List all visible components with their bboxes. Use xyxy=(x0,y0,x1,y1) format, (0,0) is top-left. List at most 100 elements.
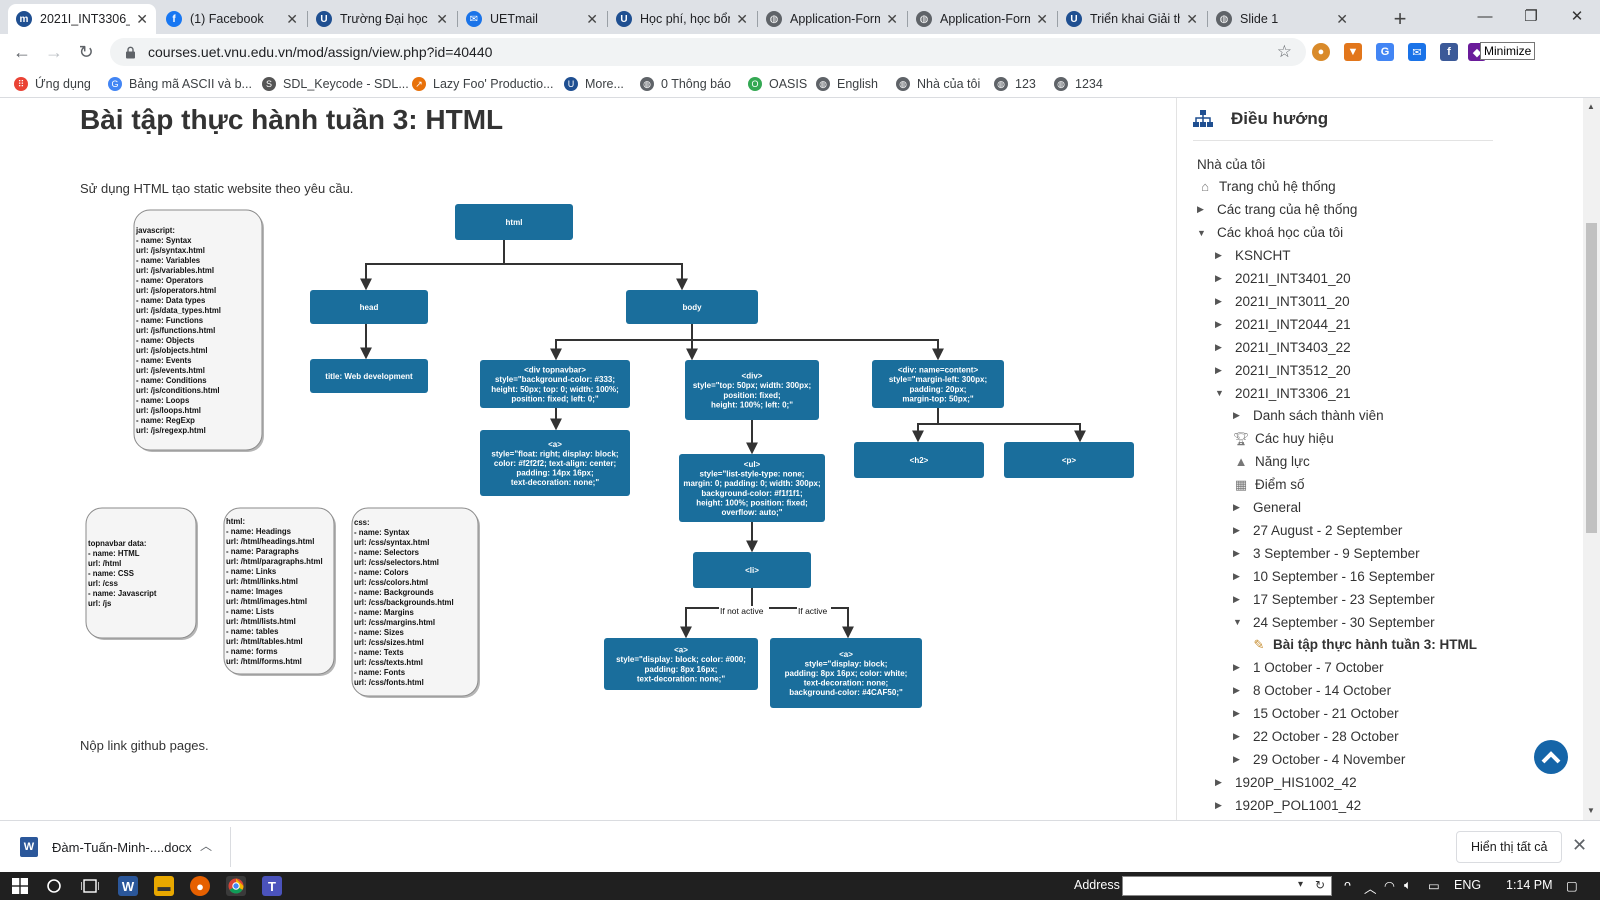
back-button[interactable]: ← xyxy=(8,39,36,65)
caret-right-icon[interactable]: ▶ xyxy=(1233,593,1240,604)
caret-right-icon[interactable]: ▶ xyxy=(1233,708,1240,719)
bookmark-item[interactable]: ⠿Ứng dụng xyxy=(14,75,91,93)
nav-item[interactable]: 🏆︎Các huy hiệu xyxy=(1233,429,1334,449)
nav-item[interactable]: ▶KSNCHT xyxy=(1215,246,1291,266)
browser-tab[interactable]: ◍Application-Form✕ xyxy=(908,4,1056,34)
caret-right-icon[interactable]: ▶ xyxy=(1215,776,1222,787)
nav-item[interactable]: ▶8 October - 14 October xyxy=(1233,681,1391,701)
close-tab-icon[interactable]: ✕ xyxy=(136,10,148,27)
nav-item[interactable]: ▶29 October - 4 November xyxy=(1233,749,1405,769)
scrollbar-thumb[interactable] xyxy=(1586,223,1597,533)
notifications-icon[interactable]: ▢ xyxy=(1566,879,1578,893)
caret-right-icon[interactable]: ▶ xyxy=(1233,731,1240,741)
nav-item[interactable]: ▶Danh sách thành viên xyxy=(1233,406,1384,426)
caret-right-icon[interactable]: ▶ xyxy=(1233,570,1240,581)
reload-button[interactable]: ↻ xyxy=(72,39,100,65)
show-all-downloads-button[interactable]: Hiển thị tất cả xyxy=(1456,831,1563,863)
bookmark-item[interactable]: ◍Nhà của tôi xyxy=(896,75,980,93)
new-tab-button[interactable]: + xyxy=(1393,6,1407,31)
nav-item[interactable]: ▶1920P_HIS1002_42 xyxy=(1215,772,1357,792)
taskbar-address-input[interactable]: ▾ ↻ xyxy=(1122,876,1332,896)
chevron-down-icon[interactable]: ▾ xyxy=(1297,879,1303,890)
bookmark-item[interactable]: ◍0 Thông báo xyxy=(640,75,731,93)
caret-down-icon[interactable]: ▼ xyxy=(1215,388,1224,398)
nav-item[interactable]: ▶15 October - 21 October xyxy=(1233,704,1399,724)
chrome-icon[interactable] xyxy=(226,876,246,896)
volume-muted-icon[interactable]: 🔈︎ xyxy=(1404,878,1412,892)
window-close-button[interactable]: ✕ xyxy=(1570,8,1584,25)
window-restore-button[interactable]: ❐ xyxy=(1524,8,1538,25)
word-app-icon[interactable]: W xyxy=(118,876,138,896)
battery-icon[interactable]: ▭ xyxy=(1428,879,1440,893)
caret-right-icon[interactable]: ▶ xyxy=(1215,318,1222,329)
close-shelf-icon[interactable]: ✕ xyxy=(1572,835,1588,855)
extension-cookie-icon[interactable]: ● xyxy=(1312,43,1330,61)
nav-item[interactable]: ▼2021I_INT3306_21 xyxy=(1215,383,1351,403)
nav-item[interactable]: ▲Năng lực xyxy=(1233,452,1310,472)
caret-right-icon[interactable]: ▶ xyxy=(1197,204,1204,215)
windows-start-icon[interactable] xyxy=(10,876,30,896)
caret-right-icon[interactable]: ▶ xyxy=(1233,502,1240,512)
caret-right-icon[interactable]: ▶ xyxy=(1233,524,1240,535)
nav-item[interactable]: ▶1 October - 7 October xyxy=(1233,658,1384,678)
nav-item[interactable]: ▶Các trang của hệ thống xyxy=(1197,200,1357,220)
input-language[interactable]: ENG xyxy=(1454,878,1482,892)
forward-button[interactable]: → xyxy=(40,39,68,65)
close-tab-icon[interactable]: ✕ xyxy=(1036,10,1048,27)
caret-down-icon[interactable]: ▼ xyxy=(1233,617,1242,627)
close-tab-icon[interactable]: ✕ xyxy=(1336,10,1348,27)
close-tab-icon[interactable]: ✕ xyxy=(1186,10,1198,27)
tray-overflow-icon[interactable]: ︿ xyxy=(1364,882,1377,896)
nav-item[interactable]: ▶3 September - 9 September xyxy=(1233,543,1420,563)
extension-facebook-icon[interactable]: f xyxy=(1440,43,1458,61)
wifi-icon[interactable]: ◠ xyxy=(1384,879,1395,893)
caret-right-icon[interactable]: ▶ xyxy=(1215,364,1222,375)
browser-tab[interactable]: f(1) Facebook✕ xyxy=(158,4,306,34)
nav-item[interactable]: ▶General xyxy=(1233,498,1301,518)
nav-item[interactable]: ▶10 September - 16 September xyxy=(1233,566,1435,586)
bookmark-item[interactable]: ↗Lazy Foo' Productio... xyxy=(412,75,554,93)
caret-right-icon[interactable]: ▶ xyxy=(1215,341,1222,352)
system-clock[interactable]: 1:14 PM xyxy=(1506,878,1553,892)
address-bar[interactable]: courses.uet.vnu.edu.vn/mod/assign/view.p… xyxy=(110,38,1306,66)
nav-item[interactable]: Nhà của tôi xyxy=(1197,154,1265,174)
caret-right-icon[interactable]: ▶ xyxy=(1233,753,1240,764)
window-minimize-button[interactable]: — xyxy=(1477,7,1493,25)
close-tab-icon[interactable]: ✕ xyxy=(286,10,298,27)
back-to-top-button[interactable] xyxy=(1534,740,1568,774)
page-scrollbar[interactable]: ▲ ▼ xyxy=(1583,98,1600,820)
nav-item[interactable]: ▦Điểm số xyxy=(1233,475,1305,495)
nav-item[interactable]: ▶2021I_INT3403_22 xyxy=(1215,337,1351,357)
bookmark-item[interactable]: ◍123 xyxy=(994,75,1036,93)
nav-item[interactable]: ▶2021I_INT3011_20 xyxy=(1215,291,1350,311)
caret-right-icon[interactable]: ▶ xyxy=(1215,250,1222,261)
nav-item[interactable]: ▼Các khoá học của tôi xyxy=(1197,223,1343,243)
caret-right-icon[interactable]: ▶ xyxy=(1233,685,1240,696)
scroll-up-icon[interactable]: ▲ xyxy=(1587,102,1595,111)
caret-right-icon[interactable]: ▶ xyxy=(1215,273,1222,283)
close-tab-icon[interactable]: ✕ xyxy=(886,10,898,27)
task-view-icon[interactable] xyxy=(80,876,100,896)
people-icon[interactable]: ᴖ xyxy=(1344,878,1351,892)
chevron-up-icon[interactable]: ︿ xyxy=(200,839,213,853)
refresh-icon[interactable]: ↻ xyxy=(1314,878,1325,892)
nav-item[interactable]: ▶22 October - 28 October xyxy=(1233,727,1399,747)
nav-item[interactable]: ▶2021I_INT3512_20 xyxy=(1215,360,1351,380)
extension-translate-icon[interactable]: G xyxy=(1376,43,1394,61)
browser-tab[interactable]: ◍Application-Form✕ xyxy=(758,4,906,34)
caret-right-icon[interactable]: ▶ xyxy=(1215,295,1222,306)
close-tab-icon[interactable]: ✕ xyxy=(436,10,448,27)
nav-item[interactable]: ▼24 September - 30 September xyxy=(1233,612,1435,632)
extension-fox-icon[interactable]: ▼ xyxy=(1344,43,1362,61)
caret-right-icon[interactable]: ▶ xyxy=(1233,547,1240,558)
teams-icon[interactable]: T xyxy=(262,876,282,896)
nav-item[interactable]: ▶27 August - 2 September xyxy=(1233,520,1402,540)
caret-right-icon[interactable]: ▶ xyxy=(1215,799,1222,810)
